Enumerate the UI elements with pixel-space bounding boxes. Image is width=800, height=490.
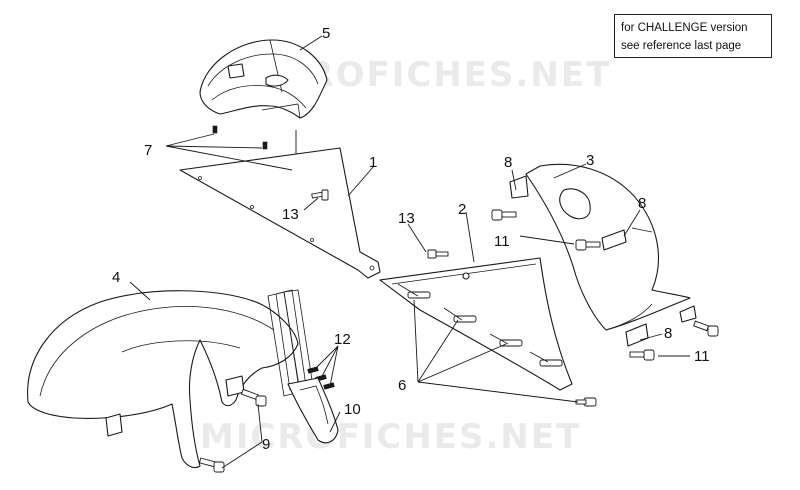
note-line-1: for CHALLENGE version (621, 22, 748, 34)
screws-part-11 (491, 209, 719, 361)
screw-13-right (427, 249, 449, 259)
callout-7: 7 (144, 142, 152, 159)
callout-13-left: 13 (282, 206, 299, 223)
callout-11-bottom: 11 (694, 348, 710, 365)
screws-part-9 (198, 388, 267, 473)
callout-13-right: 13 (398, 210, 415, 227)
callout-1: 1 (369, 154, 377, 171)
part-10-bracket (287, 377, 339, 444)
callout-5: 5 (322, 25, 330, 42)
screw-13-left (311, 189, 329, 201)
part-3-right-fairing (509, 163, 697, 347)
callout-3: 3 (586, 152, 594, 169)
clips-part-6 (397, 283, 597, 407)
callout-6: 6 (398, 377, 406, 394)
challenge-note-box: for CHALLENGE version see reference last… (614, 14, 772, 58)
part-2-lower-panel (379, 257, 573, 391)
part-1-side-panel (179, 147, 381, 279)
watermark-bottom: MICROFICHES.NET (200, 417, 581, 457)
leader-lines (129, 35, 690, 469)
part-5-upper-cover (199, 39, 328, 119)
callout-8-bottom: 8 (664, 325, 672, 342)
callout-8-right: 8 (638, 195, 646, 212)
part-4-front-fender (27, 290, 299, 469)
callout-12: 12 (334, 331, 351, 348)
callout-11-top: 11 (494, 233, 510, 250)
callout-4: 4 (112, 269, 120, 286)
callout-10: 10 (344, 401, 361, 418)
callout-2: 2 (458, 201, 466, 218)
callout-8-top: 8 (504, 154, 512, 171)
callout-9: 9 (262, 436, 270, 453)
note-line-2: see reference last page (621, 40, 742, 52)
callout-labels: 5 7 1 13 8 3 8 11 13 2 4 12 6 10 9 8 11 (112, 25, 710, 453)
